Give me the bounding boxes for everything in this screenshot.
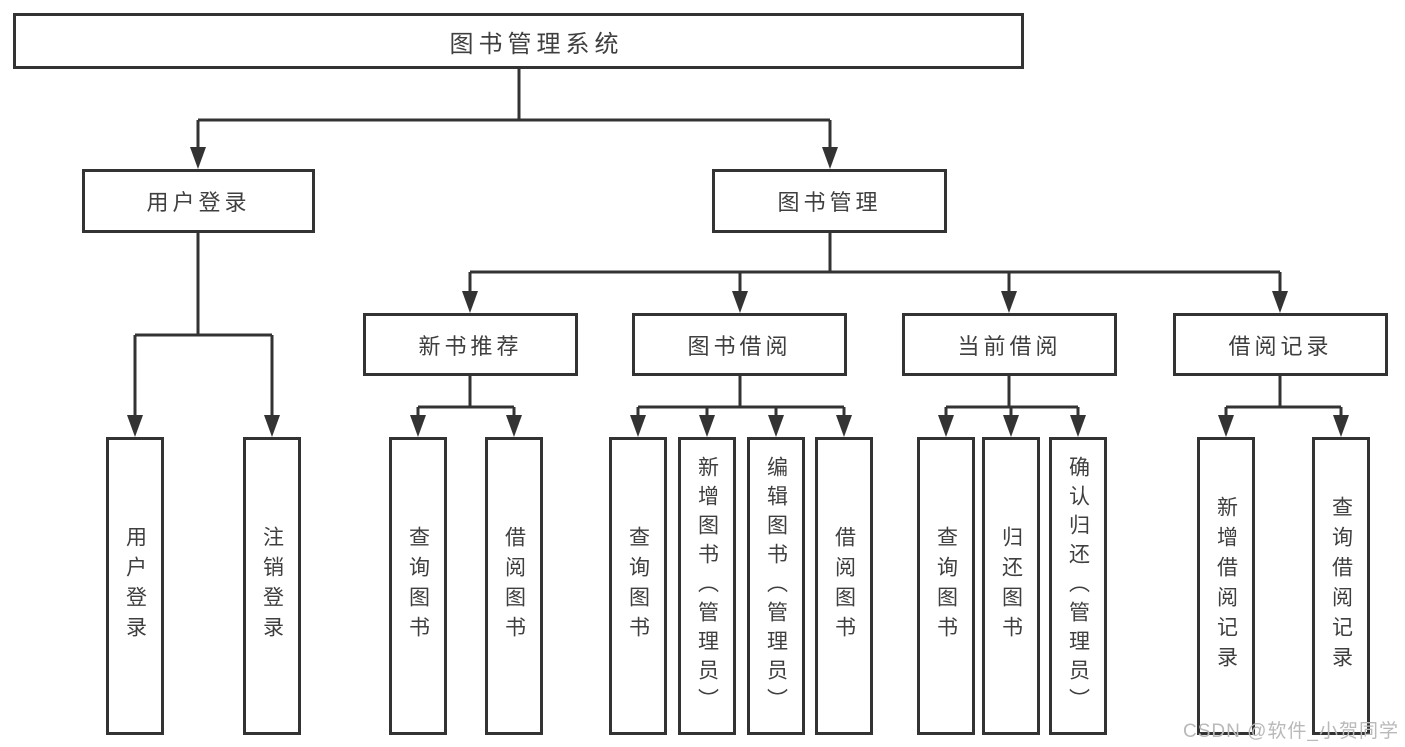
node-user-login: 用户登录 [82, 169, 315, 233]
node-borrow-record-label: 借阅记录 [1228, 333, 1333, 359]
leaf-borrow-borrow-book-label: 借阅图书 [832, 526, 856, 646]
node-user-login-label: 用户登录 [146, 190, 251, 215]
leaf-borrow-add-book-label: 新增图书（管理员） [695, 455, 719, 717]
node-new-book-recommend: 新书推荐 [363, 313, 578, 376]
arrowhead-group [127, 147, 1349, 437]
node-library-system: 图书管理系统 [13, 13, 1024, 69]
node-book-management-label: 图书管理 [777, 190, 882, 215]
node-library-system-label: 图书管理系统 [449, 30, 624, 58]
node-current-borrow-label: 当前借阅 [957, 333, 1062, 359]
leaf-record-query-label: 查询借阅记录 [1329, 496, 1353, 676]
node-new-book-recommend-label: 新书推荐 [418, 333, 523, 359]
leaf-current-query-book: 查询图书 [917, 437, 975, 735]
leaf-current-confirm-return-label: 确认归还（管理员） [1066, 455, 1090, 717]
leaf-record-add-label: 新增借阅记录 [1214, 496, 1238, 676]
leaf-current-query-book-label: 查询图书 [934, 526, 958, 646]
leaf-borrow-edit-book: 编辑图书（管理员） [747, 437, 805, 735]
node-borrow-record: 借阅记录 [1173, 313, 1388, 376]
leaf-current-return-book-label: 归还图书 [999, 526, 1023, 646]
node-current-borrow: 当前借阅 [902, 313, 1117, 376]
leaf-recommend-borrow-book-label: 借阅图书 [502, 526, 526, 646]
watermark: CSDN @软件_小贺同学 [1183, 721, 1399, 742]
leaf-borrow-add-book: 新增图书（管理员） [678, 437, 736, 735]
node-book-management: 图书管理 [712, 169, 947, 233]
leaf-record-add: 新增借阅记录 [1197, 437, 1255, 735]
leaf-current-return-book: 归还图书 [982, 437, 1040, 735]
leaf-user-login: 用户登录 [106, 437, 164, 735]
leaf-logout: 注销登录 [243, 437, 301, 735]
leaf-record-query: 查询借阅记录 [1312, 437, 1370, 735]
leaf-borrow-borrow-book: 借阅图书 [815, 437, 873, 735]
leaf-current-confirm-return: 确认归还（管理员） [1049, 437, 1107, 735]
node-book-borrow: 图书借阅 [632, 313, 847, 376]
leaf-borrow-edit-book-label: 编辑图书（管理员） [764, 455, 788, 717]
leaf-recommend-query-book: 查询图书 [389, 437, 447, 735]
leaf-logout-label: 注销登录 [260, 526, 284, 646]
node-book-borrow-label: 图书借阅 [687, 333, 792, 359]
leaf-recommend-query-book-label: 查询图书 [406, 526, 430, 646]
leaf-user-login-label: 用户登录 [123, 526, 147, 646]
leaf-borrow-query-book: 查询图书 [609, 437, 667, 735]
leaf-recommend-borrow-book: 借阅图书 [485, 437, 543, 735]
leaf-borrow-query-book-label: 查询图书 [626, 526, 650, 646]
connector-line-group [133, 69, 1343, 419]
